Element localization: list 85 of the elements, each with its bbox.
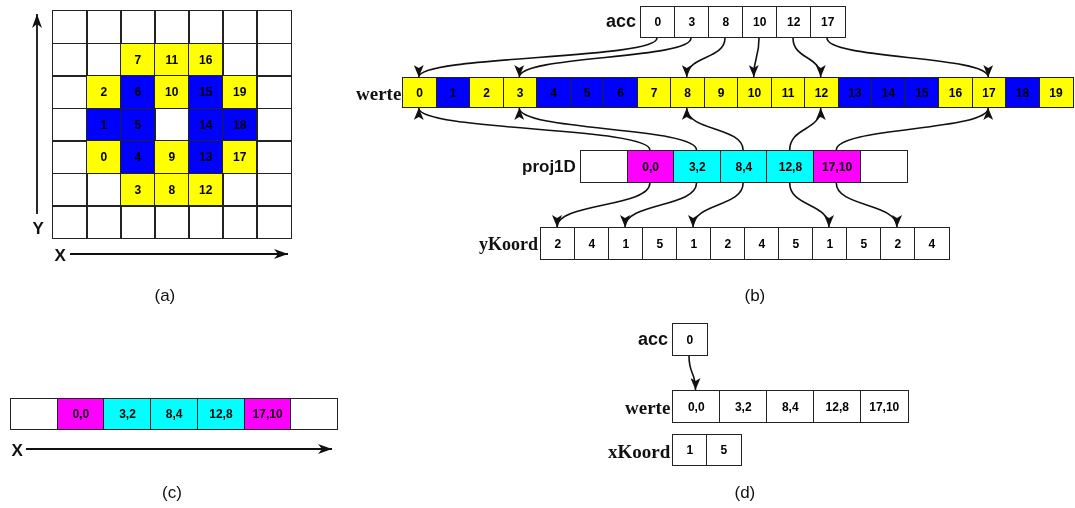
array-cell: 4: [536, 77, 571, 108]
arrow: [826, 37, 990, 78]
array-cell: 14: [871, 77, 906, 108]
array-cell: 2: [710, 227, 746, 260]
array-cell: 3,2: [103, 398, 152, 430]
array-cell: 17,10: [860, 390, 909, 423]
array-cell: 12,8: [196, 398, 245, 430]
array-name: proj1D: [522, 157, 576, 175]
grid-cell: 11: [154, 42, 190, 77]
grid-cell: 10: [154, 75, 190, 109]
grid-cell: 4: [120, 140, 156, 174]
array-cell: 4: [914, 227, 950, 260]
array-cell: 8: [708, 6, 744, 38]
axis-label: X: [11, 441, 23, 459]
array-cell: 3: [674, 6, 710, 38]
array-cell: 12,8: [813, 390, 862, 423]
arrow: [690, 182, 744, 228]
array-cell: 8,4: [150, 398, 199, 430]
array-cell: 19: [1038, 77, 1074, 108]
grid-cell: 7: [120, 42, 156, 77]
grid-cell: 6: [120, 75, 156, 109]
array-cell: 8,4: [766, 390, 815, 423]
array-cell: 1: [812, 227, 848, 260]
array-cell: 12: [776, 6, 812, 38]
panel-caption: (a): [154, 286, 176, 304]
axis-label: Y: [32, 219, 44, 237]
arrow: [788, 107, 825, 151]
array-name: acc: [606, 12, 637, 30]
array-cell: 5: [642, 227, 678, 260]
array-cell: 5: [846, 227, 882, 260]
grid-cell: 0: [86, 140, 122, 174]
array-cell: 0,0: [672, 390, 721, 423]
grid-cell: 16: [188, 42, 224, 77]
array-cell: 16: [938, 77, 973, 108]
array-cell: 4: [744, 227, 780, 260]
grid-cell: 15: [188, 75, 224, 109]
array-cell: 10: [737, 77, 772, 108]
array-cell: 1: [672, 434, 708, 466]
array-cell: 0,0: [626, 150, 675, 183]
panel-caption: (c): [162, 483, 182, 501]
array-name: werte: [356, 83, 402, 103]
array-cell: 0: [402, 77, 437, 108]
array-name: yKoord: [479, 235, 538, 253]
array-cell: 0,0: [56, 398, 105, 430]
grid-cell: 19: [222, 75, 258, 109]
arrow: [688, 355, 701, 391]
arrow: [749, 37, 760, 78]
array-cell: 3,2: [673, 150, 722, 183]
array-name: acc: [638, 330, 669, 348]
grid-cell: 13: [188, 140, 224, 174]
panel-caption: (b): [744, 286, 766, 304]
array-cell: 1: [676, 227, 712, 260]
array-cell: 12,8: [766, 150, 815, 183]
array-cell: 3,2: [719, 390, 768, 423]
array-cell: 0: [672, 323, 708, 356]
panel-caption: (d): [734, 483, 756, 501]
array-cell: 8: [670, 77, 705, 108]
array-cell: 17: [810, 6, 846, 38]
array-cell: 2: [540, 227, 576, 260]
array-cell: 17,10: [243, 398, 292, 430]
axis-label: X: [54, 246, 66, 264]
array-cell: 17,10: [813, 150, 862, 183]
array-cell: 0: [640, 6, 676, 38]
array-cell: 12: [804, 77, 839, 108]
grid-cell: 9: [154, 140, 190, 174]
arrow: [788, 182, 833, 228]
array-cell: 2: [880, 227, 916, 260]
array-name: werte: [625, 397, 671, 417]
arrow: [684, 107, 744, 151]
array-cell: 4: [574, 227, 610, 260]
array-cell: 18: [1005, 77, 1040, 108]
array-cell: 1: [608, 227, 644, 260]
array-cell: 8,4: [719, 150, 768, 183]
grid-cell: 17: [222, 140, 258, 174]
arrow: [835, 107, 990, 151]
array-name: xKoord: [608, 441, 671, 461]
array-cell: 10: [742, 6, 778, 38]
array-cell: 5: [778, 227, 814, 260]
array-cell: 2: [469, 77, 504, 108]
grid-cell: 2: [86, 75, 122, 109]
array-cell: 6: [603, 77, 638, 108]
arrow: [792, 37, 825, 78]
arrow: [835, 182, 900, 228]
arrow: [683, 37, 726, 78]
array-cell: 5: [706, 434, 742, 466]
